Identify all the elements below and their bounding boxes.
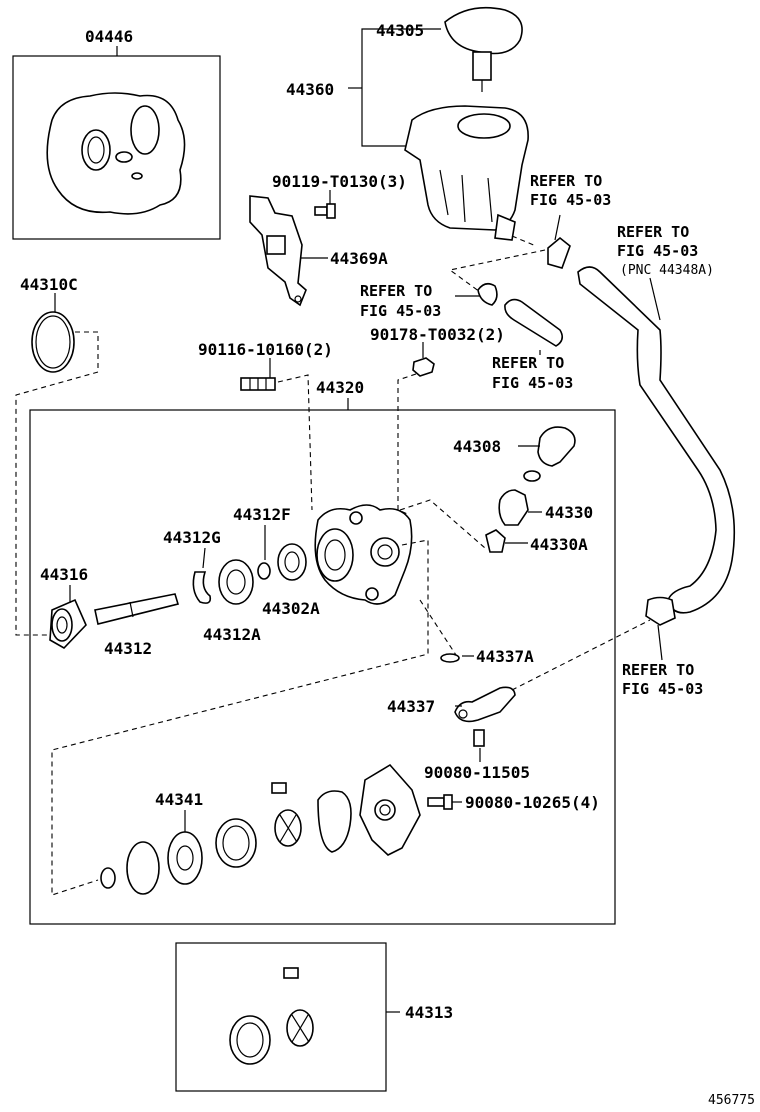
image-number: 456775: [708, 1093, 755, 1108]
dash-tank-clamp: [511, 235, 537, 247]
stud-90116-drawing: [240, 377, 276, 391]
leader-ref1: [554, 214, 561, 241]
seal-44312F-drawing: [257, 562, 271, 580]
label-44330: 44330: [545, 503, 593, 522]
label-44310C: 44310C: [20, 275, 78, 294]
cam-ring-kit-drawing: [229, 1015, 271, 1065]
cam-ring-drawing: [215, 818, 257, 868]
ref5-line1: REFER TO: [622, 661, 694, 679]
rear-housing-drawing: [359, 763, 421, 856]
label-44312: 44312: [104, 639, 152, 658]
hose-clamp-bottom-drawing: [645, 596, 676, 626]
valve-44330-drawing: [498, 489, 529, 526]
dash-90178: [397, 373, 417, 516]
rotor-drawing: [274, 809, 302, 847]
label-44330A: 44330A: [530, 535, 588, 554]
ref3-line2: FIG 45-03: [360, 302, 441, 320]
leader-ref5: [657, 624, 663, 661]
dash-44337A: [419, 599, 457, 656]
label-90116: 90116-10160(2): [198, 340, 333, 359]
o-ring-small-drawing: [100, 867, 116, 889]
label-90178: 90178-T0032(2): [370, 325, 505, 344]
label-44320: 44320: [316, 378, 364, 397]
vane-drawing: [271, 782, 287, 794]
hose-clamp-right-drawing: [547, 236, 571, 269]
label-44337: 44337: [387, 697, 435, 716]
dash-return-clamp: [448, 249, 546, 293]
union-44337-drawing: [454, 686, 516, 723]
leader-44312G: [202, 547, 206, 569]
nut-90178-drawing: [412, 357, 435, 377]
dash-90116: [277, 374, 313, 511]
label-90119: 90119-T0130(3): [272, 172, 407, 191]
bolt-90119-drawing: [314, 203, 336, 219]
dash-44337-hose: [511, 619, 651, 691]
bolt-90080-10265-drawing: [427, 794, 453, 810]
return-hose-drawing: [577, 266, 736, 614]
dash-44310c: [15, 331, 99, 636]
ref1-line1: REFER TO: [530, 172, 602, 190]
rotor-kit-drawing: [286, 1009, 314, 1047]
label-04446: 04446: [85, 27, 133, 46]
union-44308-drawing: [523, 426, 576, 482]
label-44312G: 44312G: [163, 528, 221, 547]
label-44360: 44360: [286, 80, 334, 99]
short-hose-drawing: [504, 298, 564, 347]
reservoir-tank-drawing: [404, 105, 529, 241]
bolt-90080-11505-drawing: [473, 729, 485, 747]
bearing-44312A-drawing: [218, 559, 254, 605]
label-44316: 44316: [40, 565, 88, 584]
label-44369A: 44369A: [330, 249, 388, 268]
hose-clamp-left-drawing: [477, 282, 498, 306]
ref5-line2: FIG 45-03: [622, 680, 703, 698]
dash-valve: [399, 499, 486, 549]
label-44305: 44305: [376, 21, 424, 40]
reservoir-cap-drawing: [444, 6, 523, 92]
label-90080-11505: 90080-11505: [424, 763, 530, 782]
label-44337A: 44337A: [476, 647, 534, 666]
ref2-line1: REFER TO: [617, 223, 689, 241]
o-ring-44337a-drawing: [440, 653, 460, 663]
ref1-line2: FIG 45-03: [530, 191, 611, 209]
ref2-line2: FIG 45-03: [617, 242, 698, 260]
label-44312F: 44312F: [233, 505, 291, 524]
shaft-44312-drawing: [94, 593, 180, 625]
bracket-drawing: [249, 195, 307, 307]
repair-kit-box: [175, 942, 387, 1092]
pulley-44316-drawing: [49, 598, 87, 650]
label-44341: 44341: [155, 790, 203, 809]
label-44302A: 44302A: [262, 599, 320, 618]
vane-kit-drawing: [283, 967, 299, 979]
side-plate-44341-drawing: [167, 831, 203, 885]
ref3-line1: REFER TO: [360, 282, 432, 300]
dash-lower: [51, 539, 429, 896]
pump-body-drawing: [314, 504, 413, 605]
gasket-drawing: [317, 790, 352, 853]
gasket-set-drawing: [46, 92, 186, 215]
o-ring-44310c-drawing: [31, 311, 75, 373]
ref4-line1: REFER TO: [492, 354, 564, 372]
label-44313: 44313: [405, 1003, 453, 1022]
bearing-44302A-drawing: [277, 543, 307, 581]
ref2-line3: (PNC 44348A): [620, 263, 714, 278]
snap-ring-44312G-drawing: [192, 571, 212, 604]
leader-ref2: [649, 277, 661, 321]
ref4-line2: FIG 45-03: [492, 374, 573, 392]
spring-44330A-drawing: [485, 529, 506, 553]
label-44312A: 44312A: [203, 625, 261, 644]
label-44308: 44308: [453, 437, 501, 456]
label-90080-10265: 90080-10265(4): [465, 793, 600, 812]
o-ring-large-drawing: [126, 841, 160, 895]
pump-assembly-box: [29, 409, 616, 925]
